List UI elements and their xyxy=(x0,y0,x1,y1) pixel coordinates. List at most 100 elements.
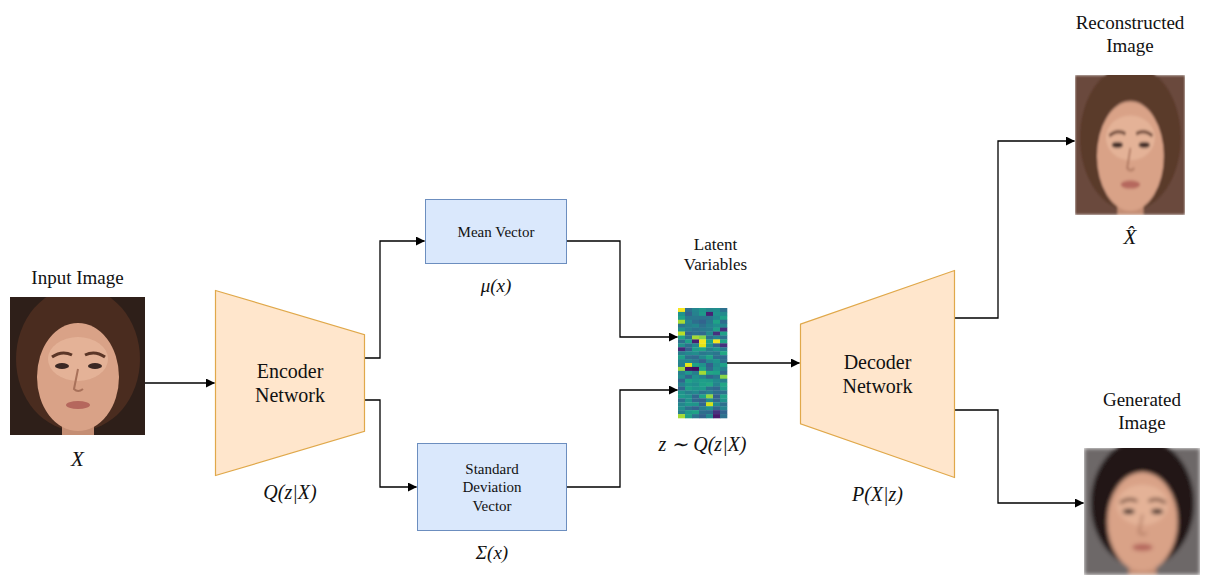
heatmap-cell xyxy=(685,379,692,383)
heatmap-cell xyxy=(699,308,706,312)
box-label: Mean Vector xyxy=(436,222,556,240)
heatmap-cell xyxy=(720,336,727,340)
heatmap-cell xyxy=(678,383,685,387)
heatmap-cell xyxy=(713,359,720,363)
heatmap-cell xyxy=(706,308,713,312)
heatmap-cell xyxy=(720,363,727,367)
heatmap-cell xyxy=(720,328,727,332)
heatmap-cell xyxy=(706,355,713,359)
heatmap-cell xyxy=(720,308,727,312)
heatmap-cell xyxy=(678,312,685,316)
heatmap-cell xyxy=(706,359,713,363)
heatmap-cell xyxy=(720,391,727,395)
heatmap-cell xyxy=(699,336,706,340)
heatmap-cell xyxy=(699,347,706,351)
heatmap-cell xyxy=(720,343,727,347)
heatmap-cell xyxy=(699,324,706,328)
heatmap-cell xyxy=(713,320,720,324)
reconstructed-image: Reconstructed ImageX̂ xyxy=(1075,75,1185,215)
heatmap-cell xyxy=(720,339,727,343)
heatmap-cell xyxy=(713,414,720,418)
heatmap-cell xyxy=(685,406,692,410)
heatmap-cell xyxy=(678,410,685,414)
heatmap-cell xyxy=(706,410,713,414)
heatmap-cell xyxy=(685,383,692,387)
heatmap-cell xyxy=(699,391,706,395)
image-title: Latent Variables xyxy=(666,235,766,276)
heatmap-cell xyxy=(706,336,713,340)
heatmap-cell xyxy=(713,406,720,410)
heatmap-cell xyxy=(678,398,685,402)
heatmap-cell xyxy=(678,406,685,410)
heatmap-cell xyxy=(706,351,713,355)
heatmap-cell xyxy=(720,332,727,336)
heatmap-cell xyxy=(685,343,692,347)
heatmap-cell xyxy=(678,347,685,351)
trapezoid-outline xyxy=(801,271,955,478)
heatmap-cell xyxy=(678,355,685,359)
heatmap-cell xyxy=(713,394,720,398)
heatmap-cell xyxy=(678,324,685,328)
heatmap-cell xyxy=(678,343,685,347)
heatmap-cell xyxy=(706,398,713,402)
input-image: Input ImageX xyxy=(10,297,145,435)
heatmap-cell xyxy=(685,371,692,375)
heatmap-cell xyxy=(678,387,685,391)
heatmap-cell xyxy=(692,351,699,355)
heatmap-cell xyxy=(713,347,720,351)
heatmap-cell xyxy=(685,339,692,343)
heatmap-cell xyxy=(720,347,727,351)
heatmap-cell xyxy=(720,387,727,391)
heatmap-cell xyxy=(713,410,720,414)
heatmap-cell xyxy=(685,398,692,402)
heatmap-cell xyxy=(699,343,706,347)
flow-arrow xyxy=(145,382,215,383)
heatmap-cell xyxy=(692,308,699,312)
heatmap-cell xyxy=(720,379,727,383)
latent-heatmap xyxy=(678,308,727,418)
heatmap-cell xyxy=(692,414,699,418)
blurred-face xyxy=(1075,75,1185,215)
heatmap-cell xyxy=(685,316,692,320)
flow-arrow xyxy=(365,400,417,487)
heatmap-cell xyxy=(720,410,727,414)
heatmap-cell xyxy=(692,375,699,379)
heatmap-cell xyxy=(706,394,713,398)
generated-face xyxy=(1084,448,1200,575)
heatmap-cell xyxy=(692,367,699,371)
math-symbol: μ(x) xyxy=(481,274,512,297)
heatmap-cell xyxy=(678,336,685,340)
generated-image-outline xyxy=(1084,448,1200,575)
heatmap-cell xyxy=(685,363,692,367)
heatmap-cell xyxy=(699,355,706,359)
heatmap-cell xyxy=(692,387,699,391)
heatmap-cell xyxy=(713,367,720,371)
heatmap-cell xyxy=(685,394,692,398)
heatmap-cell xyxy=(685,355,692,359)
heatmap-cell xyxy=(706,328,713,332)
heatmap-cell xyxy=(706,367,713,371)
heatmap-cell xyxy=(699,316,706,320)
heatmap-cell xyxy=(720,371,727,375)
heatmap-cell xyxy=(692,371,699,375)
heatmap-cell xyxy=(678,316,685,320)
heatmap-cell xyxy=(692,359,699,363)
heatmap-cell xyxy=(685,336,692,340)
heatmap-cell xyxy=(678,402,685,406)
latent-vector: Latent Variablesz ∼ Q(z|X) xyxy=(678,308,727,418)
heatmap-cell xyxy=(720,359,727,363)
encoder-network: Encoder NetworkQ(z|X) xyxy=(215,290,365,476)
heatmap-cell xyxy=(706,363,713,367)
heatmap-cell xyxy=(685,387,692,391)
heatmap-cell xyxy=(685,328,692,332)
heatmap-cell xyxy=(692,363,699,367)
heatmap-cell xyxy=(706,312,713,316)
heatmap-cell xyxy=(699,402,706,406)
decoder-network-outline xyxy=(800,270,955,478)
heatmap-cell xyxy=(720,312,727,316)
heatmap-cell xyxy=(678,391,685,395)
heatmap-cell xyxy=(692,347,699,351)
heatmap-cell xyxy=(699,328,706,332)
heatmap-cell xyxy=(685,308,692,312)
